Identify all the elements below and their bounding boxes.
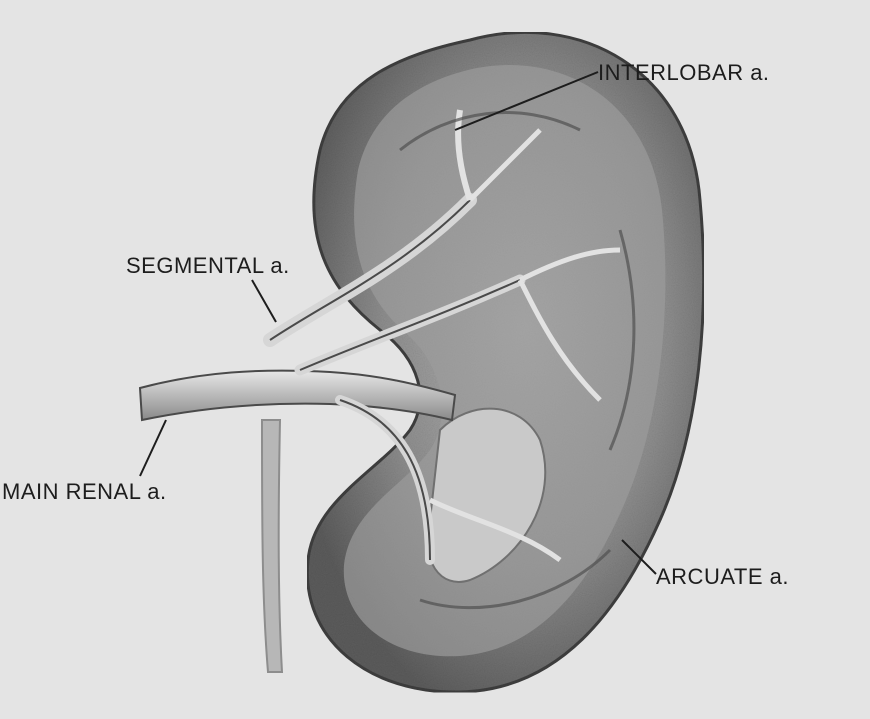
main-renal-artery-shape bbox=[140, 371, 455, 420]
segmental-artery-label: SEGMENTAL a. bbox=[126, 255, 290, 277]
interlobar-artery-label: INTERLOBAR a. bbox=[598, 62, 770, 84]
ureter bbox=[262, 420, 282, 672]
leader-line-main-renal bbox=[140, 420, 166, 476]
arcuate-artery-label: ARCUATE a. bbox=[656, 566, 789, 588]
main-renal-artery-label: MAIN RENAL a. bbox=[2, 481, 167, 503]
leader-line-segmental bbox=[252, 280, 276, 322]
